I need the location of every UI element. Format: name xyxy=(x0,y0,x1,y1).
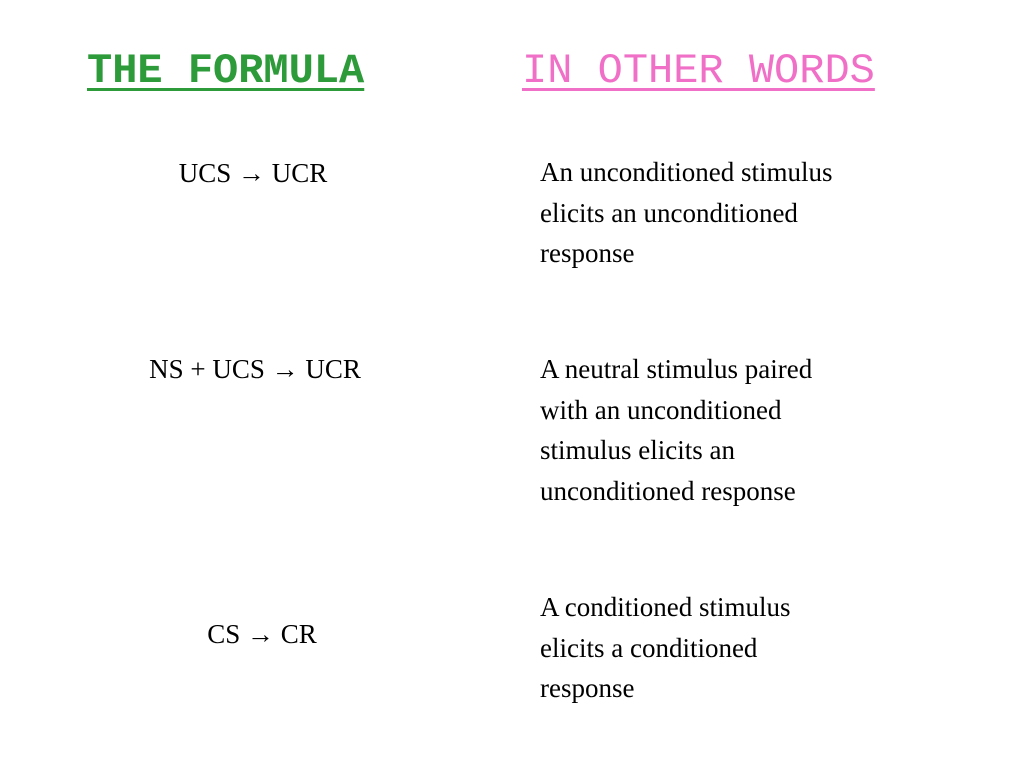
formula-row-1: UCS → UCR xyxy=(178,158,328,188)
formula-row-3: CS → CR xyxy=(207,619,317,649)
formula-column-heading: THE FORMULA xyxy=(87,47,365,95)
description-row-1: An unconditioned stimulus elicits an unc… xyxy=(540,157,833,268)
in-other-words-column-heading: IN OTHER WORDS xyxy=(522,47,875,95)
formula-row-2: NS + UCS → UCR xyxy=(149,354,361,384)
description-row-2: A neutral stimulus paired with an uncond… xyxy=(540,354,813,506)
description-row-3: A conditioned stimulus elicits a conditi… xyxy=(540,592,791,703)
